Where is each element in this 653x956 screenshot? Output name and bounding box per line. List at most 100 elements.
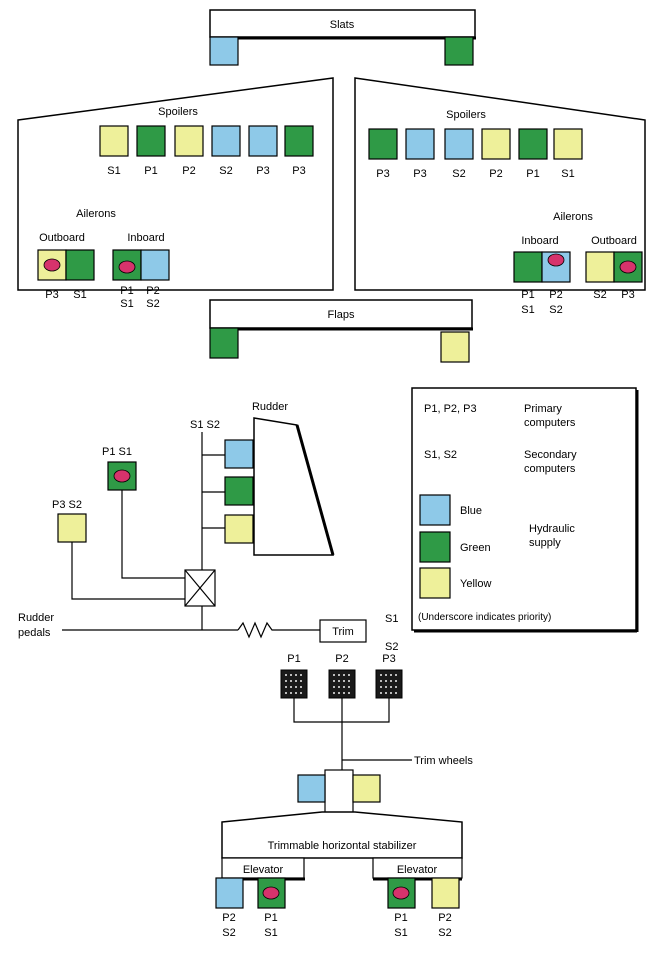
stabilizer-actuator-yellow [352,774,381,803]
computer-texture [385,686,387,688]
left-inboard-title: Inboard [127,232,164,244]
computer-texture [380,680,382,682]
computer-texture [395,692,397,694]
legend-green-label: Green [460,542,491,554]
right-outboard-aileron-actuator-1 [585,251,615,283]
yaw-damper-actuator-2 [57,513,87,543]
computer-texture [380,686,382,688]
computer-texture [333,692,335,694]
left-elevator-label-s1: S1 [264,927,277,939]
yaw-damper-p1s1-label: P1 S1 [102,446,132,458]
right-inboard-title: Inboard [521,235,558,247]
priority-dot-icon [118,260,136,274]
computer-texture [390,680,392,682]
right-spoiler-label: S2 [452,168,465,180]
legend-blue-label: Blue [460,505,482,517]
computer-texture [333,680,335,682]
right-inboard-aileron-actuator-1 [513,251,543,283]
pitch-p1-label: P1 [287,653,300,665]
rudder-actuator-yellow [224,514,254,544]
legend-secondary-desc-2: computers [524,463,576,475]
slats-bar [209,9,476,38]
priority-dot-icon [113,469,131,483]
right-outboard-title: Outboard [591,235,637,247]
slats-left-actuator [209,36,239,66]
right-spoiler-6 [553,128,583,160]
left-inboard-label-s1: S1 [120,298,133,310]
right-elevator-label-p2: P2 [438,912,451,924]
legend-note: (Underscore indicates priority) [418,612,551,623]
computer-texture [348,692,350,694]
trim-label: Trim [332,626,354,638]
left-elevator-label-p2: P2 [222,912,235,924]
right-inboard-label-p2: P2 [549,289,562,301]
left-inboard-aileron-actuator-2 [140,249,170,281]
rudder-surface [253,417,334,556]
computer-texture [285,674,287,676]
priority-dot-icon [262,886,280,900]
computer-texture [343,686,345,688]
computer-texture [295,686,297,688]
flaps-right-actuator [440,331,470,363]
priority-dot-icon [43,258,61,272]
yaw-damper-p3s2-label: P3 S2 [52,499,82,511]
right-spoiler-3 [444,128,474,160]
right-spoiler-label: S1 [561,168,574,180]
left-spoiler-label: P3 [292,165,305,177]
legend-primary-keys: P1, P2, P3 [424,403,477,415]
left-spoiler-label: S2 [219,165,232,177]
slats-title: Slats [330,19,355,31]
left-spoilers-title: Spoilers [158,106,198,118]
computer-texture [390,686,392,688]
left-spoiler-2 [136,125,166,157]
rudder-pedals-label-1: Rudder [18,612,54,624]
stabilizer-actuator-blue [297,774,326,803]
legend-green-swatch [419,531,451,563]
rudder-pedals-label-2: pedals [18,627,51,639]
computer-texture [343,674,345,676]
spring-icon [237,621,320,639]
computer-texture [338,674,340,676]
legend-secondary-desc-1: Secondary [524,449,577,461]
computer-texture [285,680,287,682]
left-wing-outline [17,77,334,291]
computer-p3-icon [375,669,403,699]
left-spoiler-6 [284,125,314,157]
computer-texture [300,680,302,682]
computer-texture [338,686,340,688]
elevator-left-label: Elevator [243,864,284,876]
right-spoiler-2 [405,128,435,160]
left-elevator-label-s2: S2 [222,927,235,939]
left-inboard-label-s2: S2 [146,298,159,310]
priority-dot-icon [619,260,637,274]
computer-texture [385,692,387,694]
computer-texture [390,674,392,676]
right-spoiler-label: P3 [413,168,426,180]
legend-yellow-label: Yellow [460,578,491,590]
left-spoiler-label: P2 [182,165,195,177]
legend-blue-swatch [419,494,451,526]
flaps-title: Flaps [328,309,355,321]
computer-texture [333,674,335,676]
right-ailerons-title: Ailerons [553,211,593,223]
computer-texture [390,692,392,694]
left-spoiler-label: S1 [107,165,120,177]
left-inboard-label-p2: P2 [146,285,159,297]
computer-texture [300,686,302,688]
legend-primary-desc-2: computers [524,417,576,429]
right-inboard-aileron-actuator-2 [541,251,571,283]
left-ailerons-title: Ailerons [76,208,116,220]
legend-hydraulic-2: supply [529,537,561,549]
right-spoiler-label: P1 [526,168,539,180]
rudder-actuator-green [224,476,254,506]
right-elevator-label-p1: P1 [394,912,407,924]
left-spoiler-3 [174,125,204,157]
legend-hydraulic-1: Hydraulic [529,523,575,535]
computer-texture [295,680,297,682]
priority-dot-icon [392,886,410,900]
right-outboard-label-2: P3 [621,289,634,301]
right-spoilers-title: Spoilers [446,109,486,121]
